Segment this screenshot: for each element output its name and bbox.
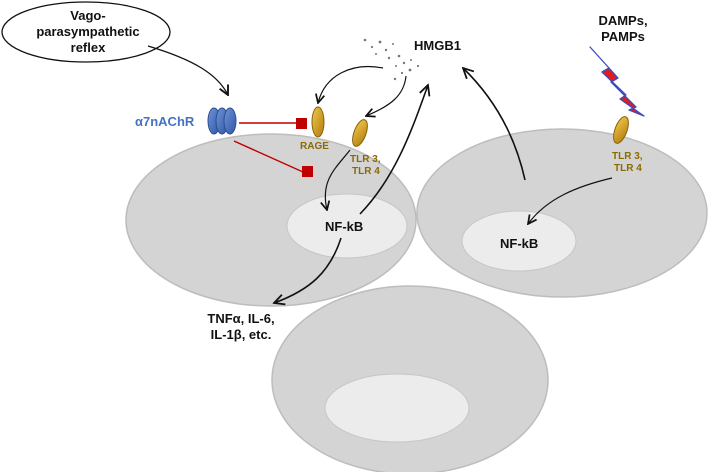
inhibition-nfkb xyxy=(233,140,313,177)
nfkb-right-to-hmgb1-arrow xyxy=(463,68,526,181)
hmgb1-particles xyxy=(363,38,420,81)
rage-label: RAGE xyxy=(300,141,329,152)
tlr-left-receptor-icon xyxy=(352,119,368,147)
cell-left xyxy=(125,133,417,307)
tlr-right-label-line2: TLR 4 xyxy=(614,163,642,174)
tlr-left-label-line1: TLR 3, xyxy=(350,154,381,165)
cell-right xyxy=(416,128,708,298)
rage-receptor-icon xyxy=(311,106,325,138)
reflex-bubble: Vago- parasympathetic reflex xyxy=(1,1,171,63)
tlr-right-to-nfkb-arrow xyxy=(528,177,613,224)
damps-label-line2: PAMPs xyxy=(601,29,645,44)
tlr-left-label-line2: TLR 4 xyxy=(352,166,380,177)
receptor-to-nfkb-left-arrow xyxy=(325,149,351,210)
nucleus-bottom xyxy=(324,373,470,443)
nfkb-left-label: NF-kB xyxy=(325,219,363,234)
reflex-label-line2: parasympathetic xyxy=(36,24,139,39)
reflex-label-line1: Vago- xyxy=(70,8,105,23)
hmgb1-to-rage-arrow xyxy=(318,66,384,103)
inhibition-rage xyxy=(239,118,307,129)
hmgb1-label: HMGB1 xyxy=(414,38,461,53)
nfkb-right-label: NF-kB xyxy=(500,236,538,251)
nfkb-left-to-hmgb1-arrow xyxy=(359,85,428,215)
nfkb-left-to-cytokines-arrow xyxy=(274,237,342,303)
damps-label-line1: DAMPs, xyxy=(598,13,647,28)
a7nachr-label: α7nAChR xyxy=(135,114,195,129)
hmgb1-to-tlr-arrow xyxy=(366,75,407,116)
reflex-to-receptor-arrow xyxy=(147,45,228,95)
cytokines-label-line1: TNFα, IL-6, xyxy=(207,311,274,326)
cell-bottom xyxy=(271,285,549,472)
nucleus-left xyxy=(286,193,408,259)
tlr-right-label-line1: TLR 3, xyxy=(612,151,643,162)
cytokines-label-line2: IL-1β, etc. xyxy=(211,327,272,342)
nucleus-right xyxy=(461,210,577,272)
a7nachr-receptor-icon xyxy=(207,107,237,135)
reflex-label-line3: reflex xyxy=(71,40,106,55)
tlr-right-receptor-icon xyxy=(613,116,629,144)
lightning-bolt-icon xyxy=(589,46,645,117)
